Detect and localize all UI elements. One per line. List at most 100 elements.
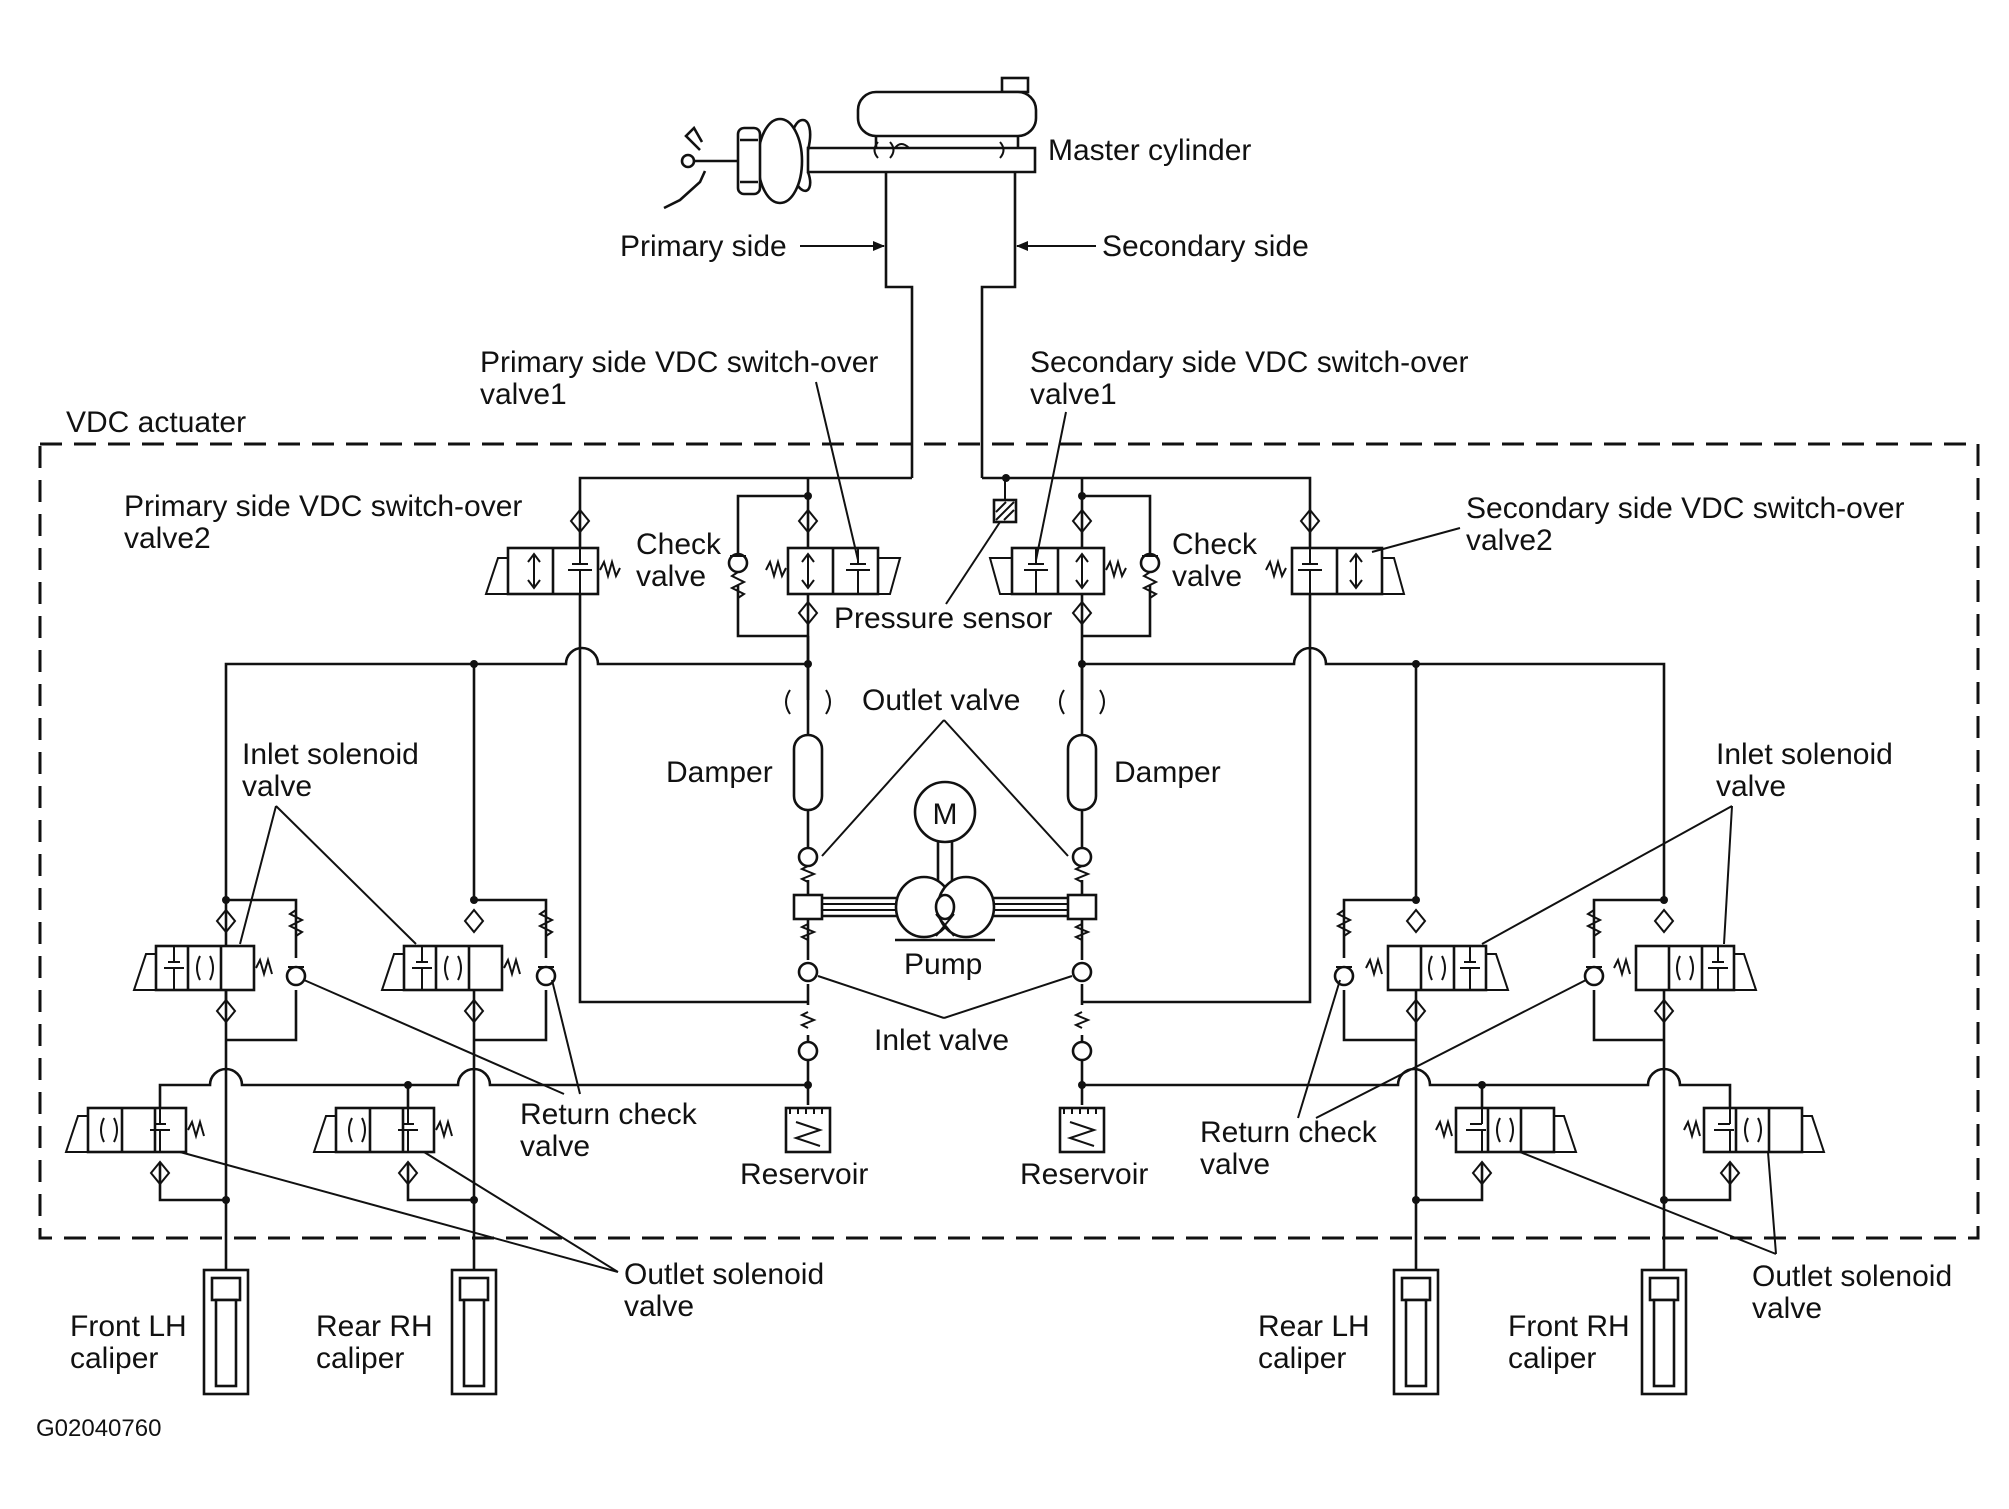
label-return-check-right-line1: Return check bbox=[1200, 1116, 1378, 1149]
label-primary-vdc-valve2-line1: Primary side VDC switch-over bbox=[124, 490, 522, 523]
primary-valve1-leader bbox=[815, 381, 859, 561]
secondary-vdc-switch-over-valve2 bbox=[1265, 508, 1406, 596]
junction-dots bbox=[222, 474, 1668, 1204]
outlet-solenoid-right-leaders bbox=[1519, 1151, 1777, 1255]
label-inlet-valve: Inlet valve bbox=[874, 1024, 1009, 1057]
return-check-left-leaders bbox=[303, 979, 581, 1095]
return-check-valve-front-rh bbox=[1583, 909, 1605, 987]
label-check-valve-right-line2: valve bbox=[1172, 560, 1242, 593]
label-inlet-solenoid-left-line2: valve bbox=[242, 770, 312, 803]
label-primary-vdc-valve1-line2: valve1 bbox=[480, 378, 567, 411]
front-rh-caliper bbox=[1640, 1268, 1688, 1396]
label-master-cylinder: Master cylinder bbox=[1048, 134, 1251, 167]
rear-lh-caliper bbox=[1392, 1268, 1440, 1396]
label-pump: Pump bbox=[904, 948, 982, 981]
label-outlet-solenoid-right-line2: valve bbox=[1752, 1292, 1822, 1325]
pump bbox=[792, 875, 1098, 942]
inlet-solenoid-valve-rear-rh bbox=[380, 908, 521, 1024]
outlet-solenoid-valve-rear-rh bbox=[312, 1106, 453, 1186]
label-outlet-solenoid-right-line1: Outlet solenoid bbox=[1752, 1260, 1952, 1293]
outlet-check-valve-right bbox=[1071, 846, 1093, 883]
figure-code: G02040760 bbox=[36, 1415, 161, 1442]
outlet-solenoid-valve-rear-lh bbox=[1435, 1106, 1578, 1186]
reservoir-check-left bbox=[797, 1011, 819, 1062]
label-vdc-actuater: VDC actuater bbox=[66, 406, 246, 439]
reservoir-left bbox=[784, 1106, 832, 1154]
outlet-solenoid-left-leaders bbox=[179, 1151, 619, 1273]
inlet-valve-leaders bbox=[817, 975, 1073, 1019]
label-front-lh-caliper-line1: Front LH bbox=[70, 1310, 187, 1343]
outlet-check-valve-left bbox=[797, 846, 819, 883]
label-motor: M bbox=[933, 798, 958, 831]
secondary-valve1-leader bbox=[1035, 411, 1067, 561]
label-front-rh-caliper-line2: caliper bbox=[1508, 1342, 1596, 1375]
primary-vdc-switch-over-valve1 bbox=[765, 508, 902, 626]
master-cylinder-lines bbox=[884, 172, 1017, 478]
label-return-check-left-line1: Return check bbox=[520, 1098, 698, 1131]
master-cylinder bbox=[663, 76, 1038, 210]
label-rear-rh-caliper-line2: caliper bbox=[316, 1342, 404, 1375]
label-return-check-left-line2: valve bbox=[520, 1130, 590, 1163]
return-check-valve-rear-lh bbox=[1333, 909, 1355, 987]
outlet-orifice-left bbox=[785, 689, 831, 715]
label-front-lh-caliper-line2: caliper bbox=[70, 1342, 158, 1375]
reservoir-check-right bbox=[1071, 1011, 1093, 1062]
label-secondary-side: Secondary side bbox=[1102, 230, 1309, 263]
label-outlet-solenoid-left-line2: valve bbox=[624, 1290, 694, 1323]
inlet-check-valve-right bbox=[1071, 923, 1093, 983]
check-valve-right bbox=[1139, 552, 1161, 599]
label-primary-side: Primary side bbox=[620, 230, 787, 263]
rear-rh-caliper bbox=[450, 1268, 498, 1396]
inlet-check-valve-left bbox=[797, 923, 819, 983]
label-primary-vdc-valve1-line1: Primary side VDC switch-over bbox=[480, 346, 878, 379]
label-primary-vdc-valve2-line2: valve2 bbox=[124, 522, 211, 555]
label-secondary-vdc-valve2-line1: Secondary side VDC switch-over bbox=[1466, 492, 1905, 525]
outlet-solenoid-valve-front-lh bbox=[64, 1106, 205, 1186]
label-reservoir-left: Reservoir bbox=[740, 1158, 868, 1191]
label-outlet-valve: Outlet valve bbox=[862, 684, 1020, 717]
label-secondary-vdc-valve1-line1: Secondary side VDC switch-over bbox=[1030, 346, 1469, 379]
label-check-valve-right-line1: Check bbox=[1172, 528, 1258, 561]
label-check-valve-left-line1: Check bbox=[636, 528, 722, 561]
damper-right bbox=[1066, 733, 1098, 812]
damper-left bbox=[792, 733, 824, 812]
label-return-check-right-line2: valve bbox=[1200, 1148, 1270, 1181]
reservoir-right bbox=[1058, 1106, 1106, 1154]
pressure-sensor-leader bbox=[945, 521, 1001, 605]
outlet-solenoid-valve-front-rh bbox=[1683, 1106, 1826, 1186]
label-inlet-solenoid-right-line1: Inlet solenoid bbox=[1716, 738, 1893, 771]
main-piping bbox=[158, 476, 1732, 1270]
label-front-rh-caliper-line1: Front RH bbox=[1508, 1310, 1630, 1343]
secondary-valve2-leader bbox=[1371, 527, 1461, 553]
vdc-actuater-boundary bbox=[38, 442, 1980, 1240]
label-rear-lh-caliper-line2: caliper bbox=[1258, 1342, 1346, 1375]
label-secondary-vdc-valve1-line2: valve1 bbox=[1030, 378, 1117, 411]
front-lh-caliper bbox=[202, 1268, 250, 1396]
label-outlet-solenoid-left-line1: Outlet solenoid bbox=[624, 1258, 824, 1291]
label-damper-left: Damper bbox=[666, 756, 773, 789]
return-check-right-leaders bbox=[1297, 979, 1587, 1119]
label-inlet-solenoid-left-line1: Inlet solenoid bbox=[242, 738, 419, 771]
inlet-solenoid-valve-front-lh bbox=[132, 908, 273, 1024]
secondary-vdc-switch-over-valve1 bbox=[988, 508, 1127, 626]
primary-vdc-switch-over-valve2 bbox=[484, 508, 621, 596]
return-check-valve-front-lh bbox=[285, 909, 307, 987]
label-pressure-sensor: Pressure sensor bbox=[834, 602, 1052, 635]
inlet-solenoid-valve-front-rh bbox=[1613, 908, 1758, 1024]
outlet-valve-leaders bbox=[821, 719, 1069, 857]
label-damper-right: Damper bbox=[1114, 756, 1221, 789]
label-reservoir-right: Reservoir bbox=[1020, 1158, 1148, 1191]
inlet-solenoid-left-leaders bbox=[239, 805, 417, 945]
label-inlet-solenoid-right-line2: valve bbox=[1716, 770, 1786, 803]
label-secondary-vdc-valve2-line2: valve2 bbox=[1466, 524, 1553, 557]
label-check-valve-left-line2: valve bbox=[636, 560, 706, 593]
return-check-valve-rear-rh bbox=[535, 909, 557, 987]
inlet-solenoid-valve-rear-lh bbox=[1365, 908, 1510, 1024]
outlet-orifice-right bbox=[1059, 689, 1105, 715]
label-rear-rh-caliper-line1: Rear RH bbox=[316, 1310, 433, 1343]
pressure-sensor bbox=[992, 478, 1018, 524]
inlet-solenoid-right-leaders bbox=[1481, 805, 1733, 945]
label-rear-lh-caliper-line1: Rear LH bbox=[1258, 1310, 1370, 1343]
